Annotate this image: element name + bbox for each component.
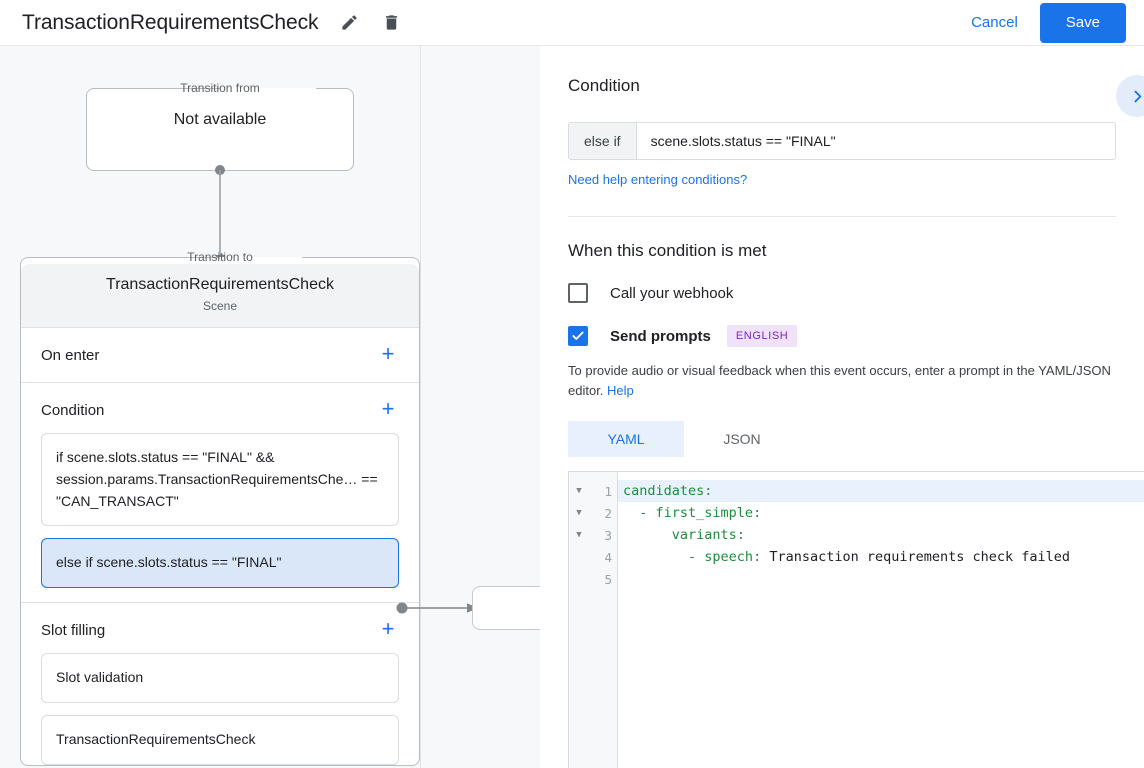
code-line[interactable] [618,568,1144,590]
condition-item[interactable]: if scene.slots.status == "FINAL" && sess… [41,433,399,527]
code-line[interactable]: - first_simple: [618,502,1144,524]
editor-format-tabs: YAML JSON [568,421,1116,458]
when-condition-met-heading: When this condition is met [568,241,767,260]
prompts-help-link[interactable]: Help [607,383,634,399]
save-button[interactable]: Save [1039,2,1126,43]
condition-block: Condition else if scene.slots.status == … [540,46,1144,217]
condition-help-link[interactable]: Need help entering conditions? [568,172,748,187]
gutter-row: 5 [569,568,617,590]
app-header: TransactionRequirementsCheck Cancel Save [0,0,1144,46]
pencil-icon[interactable] [334,8,364,38]
flow-graph-panel: Transition from Not available Transition… [0,46,540,768]
code-token: : [753,549,762,565]
section-header-on-enter: On enter + [21,328,419,366]
send-prompts-checkbox[interactable] [568,326,588,346]
gutter-row: ▼2 [569,502,617,524]
tab-yaml[interactable]: YAML [568,421,684,458]
code-line[interactable]: - speech: Transaction requirements check… [618,546,1144,568]
webhook-row[interactable]: Call your webhook [568,283,1116,303]
fold-triangle-icon[interactable]: ▼ [576,530,582,540]
send-prompts-description: To provide audio or visual feedback when… [568,361,1116,401]
condition-input-row[interactable]: else if scene.slots.status == "FINAL" [568,122,1116,160]
tab-json[interactable]: JSON [723,431,761,448]
send-prompts-description-text: To provide audio or visual feedback when… [568,363,1111,399]
slot-filling-item[interactable]: Slot validation [41,653,399,704]
condition-heading: Condition [568,76,640,95]
condition-item-selected[interactable]: else if scene.slots.status == "FINAL" [41,538,399,589]
gutter-row: ▼3 [569,524,617,546]
code-token: : [753,505,762,521]
add-slot-filling-button[interactable]: + [381,616,395,642]
line-number: 4 [604,549,612,565]
transition-from-card[interactable]: Transition from Not available [86,81,354,171]
section-title-on-enter: On enter [41,346,100,364]
fold-triangle-icon[interactable]: ▼ [576,486,582,496]
scene-name: TransactionRequirementsCheck [106,276,334,293]
code-token: - [623,505,656,521]
code-token: : [736,527,745,543]
scene-type: Scene [202,299,238,313]
next-node-card[interactable] [472,586,540,630]
call-webhook-label: Call your webhook [610,284,734,302]
code-token: speech [704,549,754,565]
slot-filling-item[interactable]: TransactionRequirementsCheck [41,715,399,765]
code-token: Transaction requirements check failed [761,549,1071,565]
graph-column-divider [420,46,421,768]
trash-icon[interactable] [376,8,406,38]
fold-triangle-icon[interactable]: ▼ [576,508,582,518]
when-condition-met-block: When this condition is met Call your web… [540,217,1144,458]
transition-from-legend: Transition from [180,81,260,95]
send-prompts-row[interactable]: Send prompts ENGLISH [568,325,1116,347]
editor-code-area[interactable]: candidates: - first_simple: variants: - … [618,472,1144,768]
transition-to-card: Transition to TransactionRequirementsChe… [20,250,420,766]
send-prompts-label: Send prompts [610,327,711,345]
call-webhook-checkbox[interactable] [568,283,588,303]
line-number: 3 [604,527,612,543]
code-token: : [704,483,713,499]
section-on-enter: On enter + [21,328,419,383]
section-header-slot-filling: Slot filling + [21,603,419,641]
transition-to-legend: Transition to [187,250,253,264]
condition-expression-input[interactable]: scene.slots.status == "FINAL" [636,123,1115,159]
language-badge: ENGLISH [726,325,798,347]
page-title: TransactionRequirementsCheck [22,10,319,34]
section-title-condition: Condition [41,401,105,419]
section-slot-filling: Slot filling + Slot validation Transacti… [21,603,419,765]
transition-from-value: Not available [173,111,267,128]
section-condition: Condition + if scene.slots.status == "FI… [21,383,419,604]
code-token: first_simple [655,505,754,521]
cancel-button[interactable]: Cancel [959,6,1030,39]
code-token: variants [671,527,737,543]
scene-header[interactable]: TransactionRequirementsCheck Scene [21,264,419,328]
condition-prefix-label: else if [569,123,637,159]
code-token [623,527,672,543]
section-title-slot-filling: Slot filling [41,621,106,639]
code-line[interactable]: candidates: [618,480,1144,502]
line-number: 1 [604,483,612,499]
add-condition-button[interactable]: + [381,396,395,421]
code-token: - [623,549,705,565]
code-line[interactable]: variants: [618,524,1144,546]
line-number: 5 [604,571,612,587]
gutter-row: ▼1 [569,480,617,502]
section-divider [568,216,1116,217]
line-number: 2 [604,505,612,521]
gutter-row: 4 [569,546,617,568]
chevron-right-icon[interactable] [1116,75,1144,117]
section-header-condition: Condition + [21,383,419,421]
selected-condition-connector [396,602,478,614]
add-on-enter-button[interactable]: + [381,341,395,366]
code-token: candidates [623,483,705,499]
